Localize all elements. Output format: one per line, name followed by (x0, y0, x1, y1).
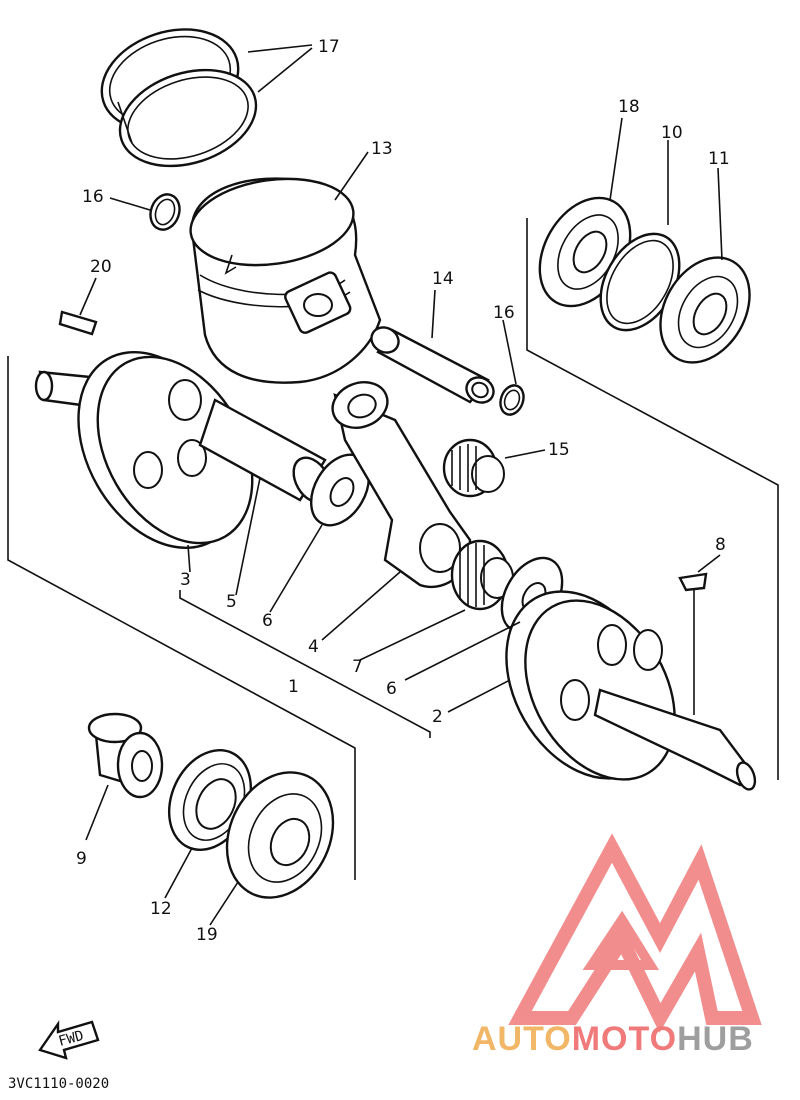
label-7: 7 (352, 657, 363, 677)
label-6-left: 6 (262, 611, 273, 631)
label-19: 19 (196, 925, 218, 945)
leader-lines (79, 44, 723, 926)
circlip-lower (499, 384, 525, 416)
label-13: 13 (371, 139, 393, 159)
watermark-auto: AUTO (472, 1020, 572, 1058)
label-2: 2 (432, 707, 443, 727)
key-right (678, 572, 708, 715)
fwd-arrow: FWD (38, 1020, 100, 1060)
watermark-logo (508, 833, 762, 1033)
watermark-text: AUTOMOTOHUB (472, 1020, 754, 1058)
small-end-bearing (442, 438, 505, 498)
label-9: 9 (76, 849, 87, 869)
label-11: 11 (708, 149, 730, 169)
watermark-moto: MOTO (572, 1020, 677, 1058)
label-18: 18 (618, 97, 640, 117)
circlip-top (149, 193, 181, 231)
bushing (87, 712, 164, 799)
piston (189, 177, 382, 384)
oil-seal-right (659, 256, 751, 364)
circlip-right (599, 232, 681, 332)
part-number-labels: 17 16 13 18 10 11 20 14 16 15 8 3 5 6 4 … (76, 37, 730, 945)
label-5: 5 (226, 592, 237, 612)
thrust-washer-left (309, 453, 371, 527)
piston-pin (370, 326, 495, 404)
label-16-top: 16 (82, 187, 104, 207)
label-17: 17 (318, 37, 340, 57)
label-15: 15 (548, 440, 570, 460)
diagram-code: 3VC1110-0020 (8, 1076, 109, 1092)
label-6-right: 6 (386, 679, 397, 699)
connecting-rod (331, 381, 472, 589)
woodruff-key (58, 310, 98, 336)
label-20: 20 (90, 257, 112, 277)
label-12: 12 (150, 899, 172, 919)
fwd-label: FWD (57, 1028, 86, 1050)
label-3: 3 (180, 570, 191, 590)
piston-rings (100, 28, 258, 168)
label-16-lower: 16 (493, 303, 515, 323)
watermark-hub: HUB (677, 1020, 754, 1058)
label-4: 4 (308, 637, 319, 657)
crank-wheel-right (505, 590, 757, 791)
label-1: 1 (288, 677, 299, 697)
ball-bearing-lower (225, 771, 335, 899)
label-10: 10 (661, 123, 683, 143)
big-end-bearing (450, 539, 514, 611)
label-14: 14 (432, 269, 454, 289)
bracket-lines (7, 218, 779, 880)
label-8: 8 (715, 535, 726, 555)
